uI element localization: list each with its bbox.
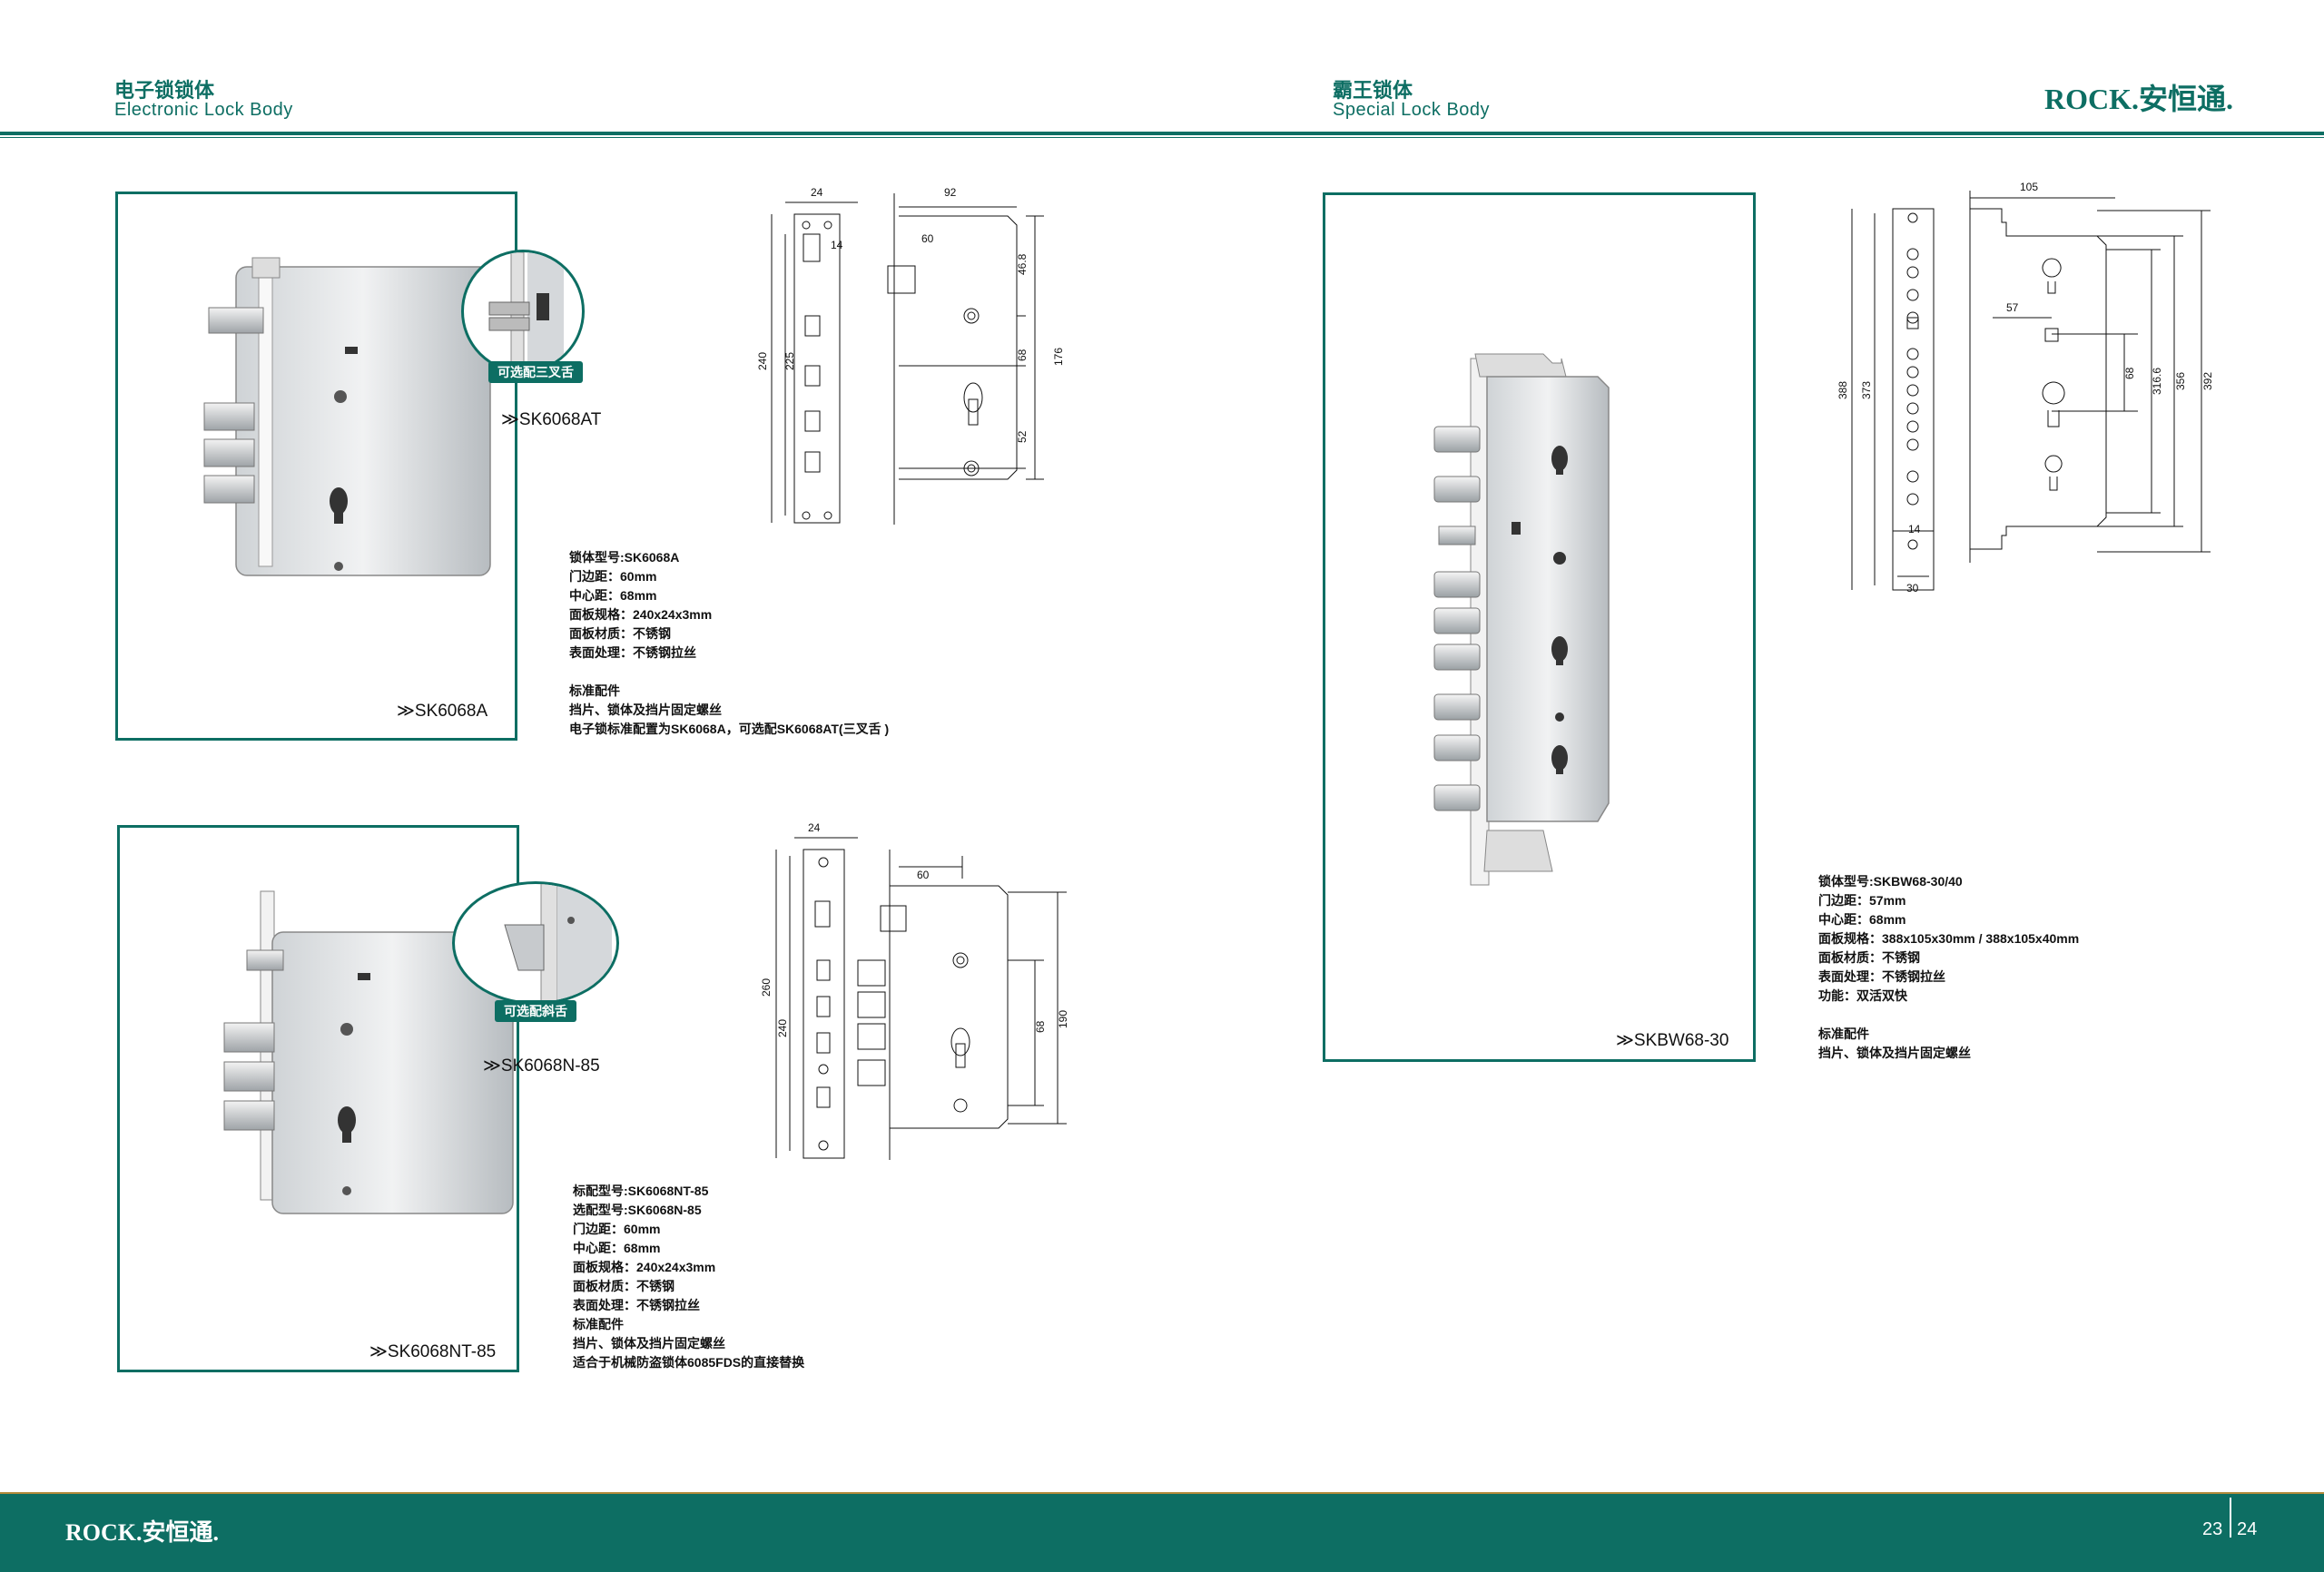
spec-line: 面板规格：388x105x30mm / 388x105x40mm bbox=[1818, 931, 2080, 946]
accessories-title: 标准配件 bbox=[569, 683, 620, 698]
brand-logo-zh: 安恒通. bbox=[2139, 83, 2234, 115]
brand-logo-en: ROCK. bbox=[2044, 83, 2139, 115]
product-name-skbw68-30: ≫SKBW68-30 bbox=[1616, 1031, 1729, 1050]
spec-line: 中心距：68mm bbox=[573, 1241, 661, 1255]
technical-drawing-sk6068a: 24 92 60 14 240 225 46.8 68 52 176 bbox=[756, 186, 1065, 525]
spec-line: 面板材质：不锈钢 bbox=[573, 1279, 675, 1293]
footer-brand-logo: ROCK.安恒通. bbox=[65, 1514, 219, 1547]
dim-sk6068a-225: 225 bbox=[783, 352, 796, 370]
dim-skbw68-68: 68 bbox=[2123, 367, 2136, 379]
dim-sk6068a-60: 60 bbox=[921, 232, 934, 245]
spec-line: 面板规格：240x24x3mm bbox=[573, 1260, 716, 1274]
option-badge-sk6068n-85: 可选配斜舌 bbox=[495, 1000, 576, 1022]
spec-spacer bbox=[569, 663, 889, 682]
brand-logo: ROCK.安恒通. bbox=[2044, 76, 2233, 118]
dim-sk6068a-176: 176 bbox=[1052, 348, 1065, 366]
page-divider bbox=[2230, 1498, 2231, 1538]
dim-sk6068nt-24: 24 bbox=[808, 821, 821, 834]
option-name-sk6068n-85: ≫SK6068N-85 bbox=[483, 1056, 600, 1076]
product-name-sk6068nt-85: ≫SK6068NT-85 bbox=[369, 1342, 497, 1361]
footer-bar: ROCK.安恒通. 23 24 bbox=[0, 1494, 2324, 1572]
option-name-sk6068at: ≫SK6068AT bbox=[501, 410, 602, 429]
right-section-title-zh: 霸王锁体 bbox=[1333, 79, 1413, 102]
lock-body-illustration bbox=[223, 890, 514, 1214]
spec-line: 适合于机械防盗锁体6085FDS的直接替换 bbox=[573, 1355, 805, 1370]
spec-line: 中心距：68mm bbox=[1818, 912, 1906, 927]
accessories-line: 挡片、锁体及挡片固定螺丝 bbox=[1818, 1046, 1971, 1060]
option-circle-sk6068n-85 bbox=[452, 881, 619, 1005]
lock-body-illustration bbox=[203, 257, 491, 576]
dim-skbw68-388: 388 bbox=[1837, 381, 1849, 399]
dim-skbw68-105: 105 bbox=[2020, 181, 2038, 193]
accessories-title: 标准配件 bbox=[1818, 1027, 1869, 1041]
spec-line: 表面处理：不锈钢拉丝 bbox=[569, 645, 696, 660]
footer-accent-line bbox=[0, 1492, 2324, 1494]
spec-line: 表面处理：不锈钢拉丝 bbox=[573, 1298, 700, 1312]
dim-skbw68-57: 57 bbox=[2006, 301, 2019, 314]
dim-sk6068nt-68: 68 bbox=[1034, 1020, 1047, 1033]
spec-line: 门边距：57mm bbox=[1818, 893, 1906, 908]
spec-line: 门边距：60mm bbox=[569, 569, 657, 584]
specs-sk6068a: 锁体型号:SK6068A 门边距：60mm 中心距：68mm 面板规格：240x… bbox=[569, 548, 889, 739]
spec-line: 面板材质：不锈钢 bbox=[569, 626, 671, 641]
footer-brand-en: ROCK. bbox=[65, 1519, 143, 1546]
dim-sk6068a-68: 68 bbox=[1016, 349, 1029, 361]
option-circle-sk6068at bbox=[461, 250, 585, 373]
dim-skbw68-373: 373 bbox=[1860, 381, 1873, 399]
technical-drawing-sk6068nt-85: 24 60 260 240 68 190 bbox=[760, 821, 1069, 1160]
dim-skbw68-14: 14 bbox=[1908, 523, 1921, 535]
dim-sk6068nt-190: 190 bbox=[1057, 1010, 1069, 1028]
technical-drawing-skbw68-30: 105 57 388 373 68 316.6 356 392 14 30 bbox=[1837, 181, 2214, 594]
left-section-title-zh: 电子锁锁体 bbox=[114, 79, 215, 102]
specs-sk6068nt-85: 标配型号:SK6068NT-85 选配型号:SK6068N-85 门边距：60m… bbox=[573, 1182, 804, 1372]
lock-body-illustration bbox=[1433, 353, 1610, 886]
dim-sk6068nt-260: 260 bbox=[760, 978, 773, 997]
dim-skbw68-356: 356 bbox=[2174, 372, 2187, 390]
spec-line: 挡片、锁体及挡片固定螺丝 bbox=[573, 1336, 725, 1351]
page-number-left: 23 bbox=[2202, 1519, 2223, 1539]
accessories-line: 挡片、锁体及挡片固定螺丝 bbox=[569, 702, 722, 717]
slanted-latch-closeup-icon bbox=[504, 884, 612, 1002]
spec-line: 锁体型号:SK6068A bbox=[569, 550, 680, 565]
dim-skbw68-30: 30 bbox=[1906, 582, 1919, 594]
spec-line: 面板规格：240x24x3mm bbox=[569, 607, 713, 622]
spec-spacer bbox=[1818, 1006, 2079, 1025]
dim-sk6068a-240: 240 bbox=[756, 352, 769, 370]
spec-line: 标准配件 bbox=[573, 1317, 624, 1331]
spec-line: 中心距：68mm bbox=[569, 588, 657, 603]
spec-line: 表面处理：不锈钢拉丝 bbox=[1818, 969, 1945, 984]
specs-skbw68-30: 锁体型号:SKBW68-30/40 门边距：57mm 中心距：68mm 面板规格… bbox=[1818, 872, 2079, 1063]
accessories-line: 电子锁标准配置为SK6068A，可选配SK6068AT(三叉舌 ) bbox=[569, 722, 890, 736]
product-photo-frame-sk6068nt-85: ≫SK6068NT-85 bbox=[117, 825, 519, 1372]
spec-line: 选配型号:SK6068N-85 bbox=[573, 1203, 702, 1217]
spec-line: 面板材质：不锈钢 bbox=[1818, 950, 1920, 965]
dim-sk6068a-52: 52 bbox=[1016, 430, 1029, 443]
header-rule bbox=[0, 132, 2324, 135]
dim-sk6068a-14: 14 bbox=[831, 239, 843, 251]
product-photo-frame-sk6068a: ≫SK6068A bbox=[115, 192, 517, 741]
spec-line: 功能：双活双快 bbox=[1818, 988, 1907, 1003]
page-number-right: 24 bbox=[2237, 1519, 2258, 1539]
dim-sk6068a-92: 92 bbox=[944, 186, 957, 199]
spec-line: 标配型号:SK6068NT-85 bbox=[573, 1184, 709, 1198]
product-photo-frame-skbw68-30: ≫SKBW68-30 bbox=[1323, 192, 1756, 1062]
dim-sk6068a-46-8: 46.8 bbox=[1016, 253, 1029, 275]
triple-latch-closeup-icon bbox=[488, 252, 564, 370]
dim-skbw68-392: 392 bbox=[2201, 372, 2214, 390]
left-section-title-en: Electronic Lock Body bbox=[114, 100, 293, 120]
spec-line: 锁体型号:SKBW68-30/40 bbox=[1818, 874, 1963, 889]
right-section-title-en: Special Lock Body bbox=[1333, 100, 1491, 120]
product-name-sk6068a: ≫SK6068A bbox=[397, 702, 488, 721]
header-rule-thin bbox=[0, 137, 2324, 138]
dim-skbw68-316-6: 316.6 bbox=[2151, 368, 2163, 395]
footer-brand-zh: 安恒通. bbox=[142, 1519, 220, 1546]
dim-sk6068nt-60: 60 bbox=[917, 869, 930, 881]
spec-line: 门边距：60mm bbox=[573, 1222, 661, 1236]
option-badge-sk6068at: 可选配三叉舌 bbox=[488, 361, 583, 383]
dim-sk6068nt-240: 240 bbox=[776, 1019, 789, 1037]
dim-sk6068a-24: 24 bbox=[811, 186, 823, 199]
